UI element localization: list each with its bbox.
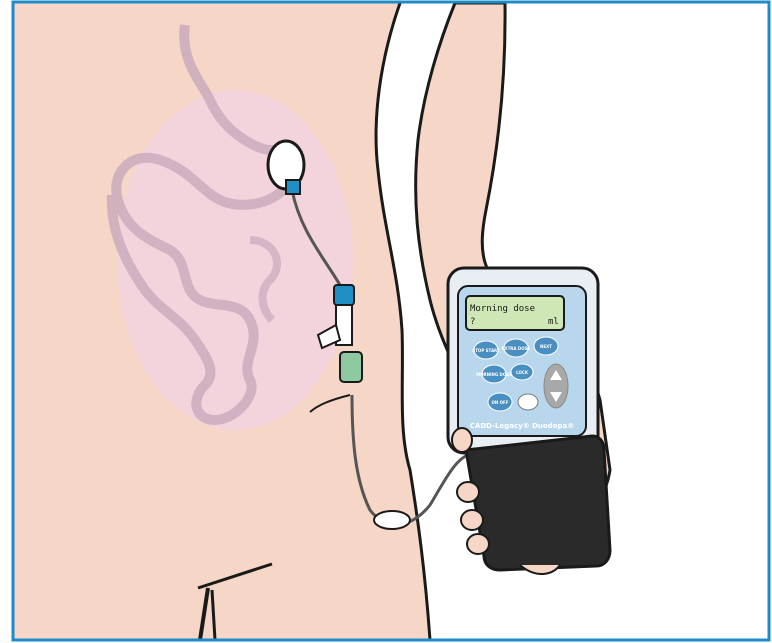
abdomen-highlight <box>117 90 353 430</box>
stop-start-label: STOP START <box>472 348 500 353</box>
morning-dose-label: MORNING DOSE <box>476 372 512 377</box>
y-connector-top <box>334 285 354 305</box>
finger-3 <box>461 510 483 530</box>
extra-dose-label: EXTRA DOSE <box>502 346 531 351</box>
on-off-label: ON OFF <box>491 400 508 405</box>
screen-line-2-left: ? <box>470 317 475 327</box>
finger-4 <box>467 534 489 554</box>
finger-1 <box>452 428 472 452</box>
lock-label: LOCK <box>516 370 529 375</box>
next-label: NEXT <box>540 344 552 349</box>
enter-button <box>518 394 538 410</box>
screen-line-2-right: ml <box>548 317 559 327</box>
brand-label: CADD-Legacy® Duodopa® <box>470 422 574 430</box>
thumb <box>520 565 560 574</box>
green-connector <box>340 352 362 382</box>
finger-2 <box>457 482 479 502</box>
screen-line-1: Morning dose <box>470 304 535 314</box>
infusion-pump: Morning dose ? ml STOP START EXTRA DOSE … <box>448 268 598 453</box>
tube-clamp <box>374 511 410 529</box>
stoma-connector <box>286 180 300 194</box>
